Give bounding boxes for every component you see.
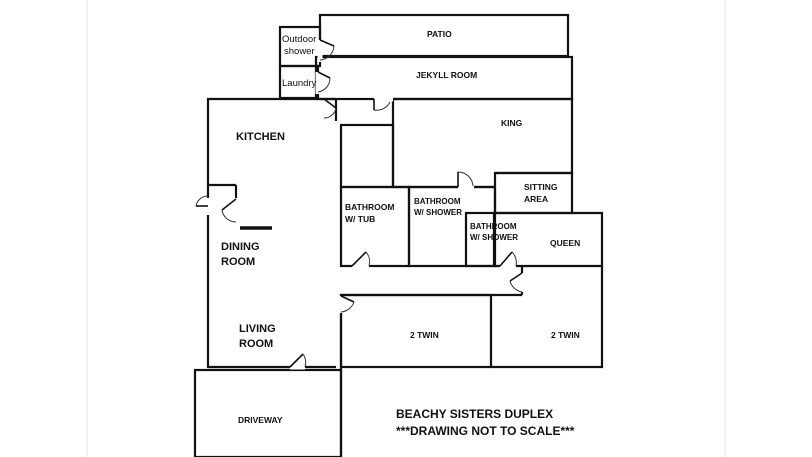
- twin-room-a: [339, 293, 493, 369]
- king-room: [393, 97, 574, 175]
- door-twin-b: [509, 272, 523, 293]
- label-bath-shower-b-1: BATHROOM: [470, 222, 517, 231]
- door-hall: [323, 98, 337, 119]
- label-queen: QUEEN: [550, 238, 580, 248]
- house-outer-wall: [206, 97, 336, 369]
- label-king: KING: [501, 118, 523, 128]
- label-twin-a: 2 TWIN: [410, 330, 439, 340]
- driveway: [193, 368, 343, 457]
- door-king: [373, 99, 391, 111]
- label-dining-1: DINING: [221, 241, 260, 253]
- label-laundry: Laundry: [282, 78, 317, 89]
- label-living-2: ROOM: [239, 338, 273, 350]
- door-bath-a: [457, 171, 474, 187]
- label-bath-shower-b-2: W/ SHOWER: [470, 233, 518, 242]
- door-laundry: [317, 71, 331, 93]
- label-bath-shower-a-1: BATHROOM: [414, 197, 461, 206]
- plan-title: BEACHY SISTERS DUPLEX: [396, 407, 553, 421]
- label-driveway: DRIVEWAY: [238, 415, 283, 425]
- label-living-1: LIVING: [239, 323, 276, 335]
- sitting-area: [493, 171, 574, 215]
- door-bath-tub: [351, 251, 371, 267]
- label-kitchen: KITCHEN: [236, 131, 285, 143]
- label-sitting-1: SITTING: [524, 182, 558, 192]
- queen-room: [494, 211, 604, 268]
- label-dining-2: ROOM: [221, 256, 255, 268]
- label-bath-shower-a-2: W/ SHOWER: [414, 208, 462, 217]
- closet: [339, 123, 395, 189]
- label-outdoor-shower-2: shower: [284, 46, 315, 57]
- label-sitting-2: AREA: [524, 194, 548, 204]
- bathroom-tub: [339, 185, 411, 268]
- label-jekyll-room: JEKYLL ROOM: [416, 70, 477, 80]
- label-twin-b: 2 TWIN: [551, 330, 580, 340]
- label-bath-tub-1: BATHROOM: [345, 202, 394, 212]
- door-shower: [319, 39, 335, 61]
- label-outdoor-shower-1: Outdoor: [282, 34, 316, 45]
- label-bath-tub-2: W/ TUB: [345, 214, 375, 224]
- door-front: [289, 353, 307, 368]
- plan-disclaimer: ***DRAWING NOT TO SCALE***: [396, 424, 575, 438]
- door-twin-a: [340, 295, 355, 313]
- label-patio: PATIO: [427, 29, 452, 39]
- door-side: [195, 195, 209, 207]
- twin-room-b-wall: [491, 266, 604, 369]
- door-pantry: [221, 198, 237, 223]
- bathroom-shower-b: [464, 211, 496, 268]
- door-queen: [499, 251, 517, 267]
